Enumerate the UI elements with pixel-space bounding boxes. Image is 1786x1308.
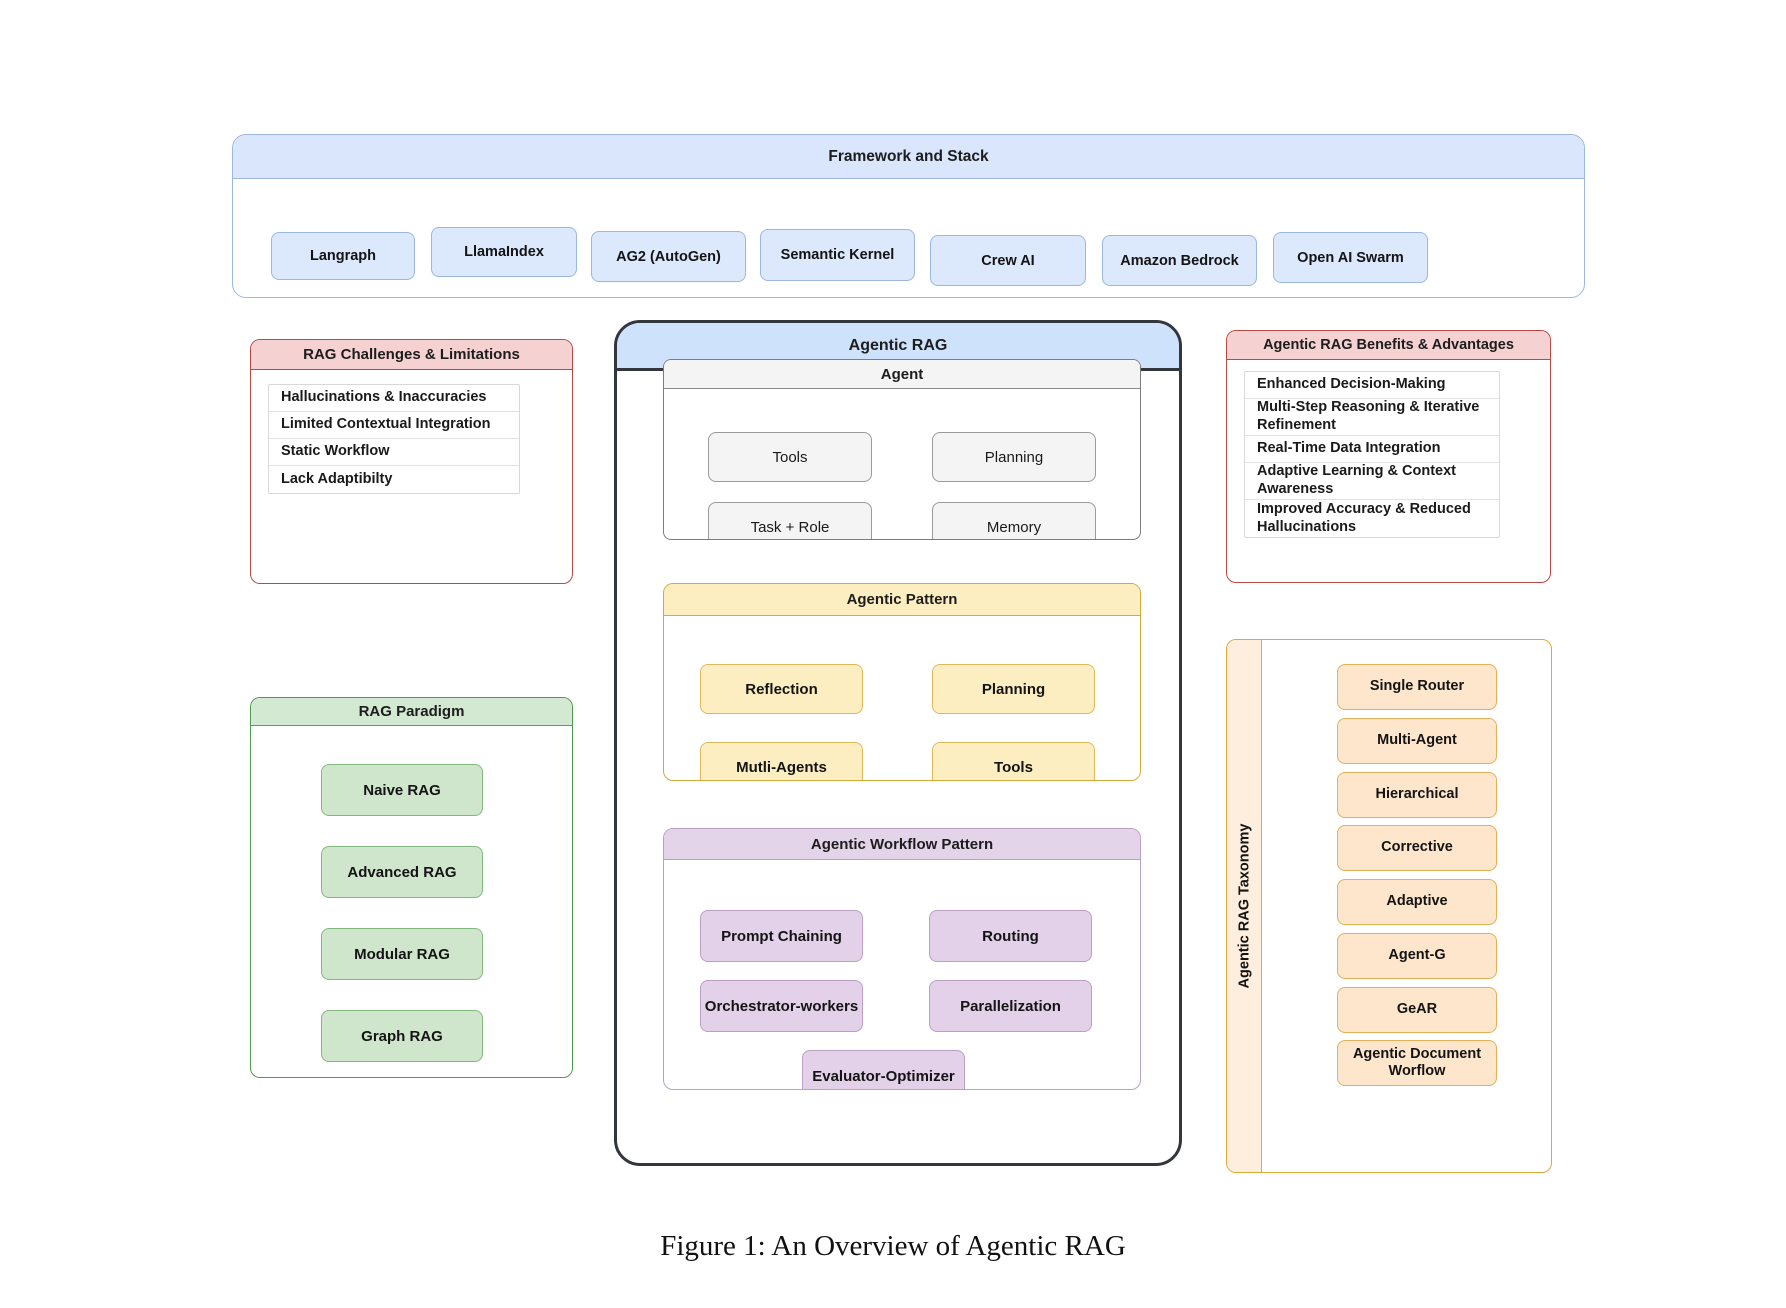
benefit-item-enhanced-decision-making[interactable]: Enhanced Decision-Making (1245, 372, 1499, 399)
figure-caption: Figure 1: An Overview of Agentic RAG (660, 1230, 1126, 1262)
challenge-item-limited-contextual-integration[interactable]: Limited Contextual Integration (269, 412, 519, 439)
framework-item-llamaindex[interactable]: LlamaIndex (431, 227, 577, 277)
agentic-workflow-item-prompt-chaining[interactable]: Prompt Chaining (700, 910, 863, 962)
framework-item-langraph[interactable]: Langraph (271, 232, 415, 280)
taxonomy-vertical-label-text: Agentic RAG Taxonomy (1236, 823, 1253, 989)
agentic-pattern-item-reflection[interactable]: Reflection (700, 664, 863, 714)
agentic-rag-benefits-panel: Agentic RAG Benefits & Advantages Enhanc… (1226, 330, 1551, 583)
agentic-workflow-pattern-subpanel: Agentic Workflow Pattern Prompt Chaining… (663, 828, 1141, 1090)
paradigm-item-modular-rag[interactable]: Modular RAG (321, 928, 483, 980)
taxonomy-item-hierarchical[interactable]: Hierarchical (1337, 772, 1497, 818)
agent-item-planning[interactable]: Planning (932, 432, 1096, 482)
framework-panel-title: Framework and Stack (233, 135, 1584, 179)
paradigm-item-advanced-rag[interactable]: Advanced RAG (321, 846, 483, 898)
framework-item-ag2-autogen[interactable]: AG2 (AutoGen) (591, 231, 746, 282)
rag-challenges-panel: RAG Challenges & Limitations Hallucinati… (250, 339, 573, 584)
agentic-workflow-item-orchestrator-workers[interactable]: Orchestrator-workers (700, 980, 863, 1032)
taxonomy-item-multi-agent[interactable]: Multi-Agent (1337, 718, 1497, 764)
taxonomy-vertical-label: Agentic RAG Taxonomy (1227, 640, 1262, 1172)
benefit-item-multi-step-reasoning-iterative-refinement[interactable]: Multi-Step Reasoning & Iterative Refinem… (1245, 399, 1499, 436)
framework-item-amazon-bedrock[interactable]: Amazon Bedrock (1102, 235, 1257, 286)
taxonomy-item-single-router[interactable]: Single Router (1337, 664, 1497, 710)
framework-item-crew-ai[interactable]: Crew AI (930, 235, 1086, 286)
rag-paradigm-title: RAG Paradigm (251, 698, 572, 726)
framework-item-semantic-kernel[interactable]: Semantic Kernel (760, 229, 915, 281)
taxonomy-item-agent-g[interactable]: Agent-G (1337, 933, 1497, 979)
challenge-item-static-workflow[interactable]: Static Workflow (269, 439, 519, 466)
agentic-workflow-pattern-title: Agentic Workflow Pattern (664, 829, 1140, 860)
agent-item-task-role[interactable]: Task + Role (708, 502, 872, 539)
framework-item-open-ai-swarm[interactable]: Open AI Swarm (1273, 232, 1428, 283)
framework-and-stack-panel: Framework and Stack Langraph LlamaIndex AG… (232, 134, 1585, 298)
taxonomy-item-adaptive[interactable]: Adaptive (1337, 879, 1497, 925)
benefit-item-adaptive-learning-context-awareness[interactable]: Adaptive Learning & Context Awareness (1245, 463, 1499, 500)
agent-item-tools[interactable]: Tools (708, 432, 872, 482)
agentic-workflow-item-parallelization[interactable]: Parallelization (929, 980, 1092, 1032)
agentic-workflow-item-evaluator-optimizer[interactable]: Evaluator-Optimizer (802, 1050, 965, 1089)
taxonomy-item-gear[interactable]: GeAR (1337, 987, 1497, 1033)
agentic-pattern-title: Agentic Pattern (664, 584, 1140, 616)
agentic-rag-benefits-title: Agentic RAG Benefits & Advantages (1227, 331, 1550, 360)
rag-paradigm-panel: RAG Paradigm Naive RAG Advanced RAG Modula… (250, 697, 573, 1078)
challenge-item-lack-adaptibilty[interactable]: Lack Adaptibilty (281, 470, 393, 487)
paradigm-item-naive-rag[interactable]: Naive RAG (321, 764, 483, 816)
benefit-item-real-time-data-integration[interactable]: Real-Time Data Integration (1245, 436, 1499, 463)
agentic-pattern-item-tools[interactable]: Tools (932, 742, 1095, 780)
agentic-pattern-item-planning[interactable]: Planning (932, 664, 1095, 714)
agent-item-memory[interactable]: Memory (932, 502, 1096, 539)
rag-challenges-title: RAG Challenges & Limitations (251, 340, 572, 370)
benefit-item-improved-accuracy-reduced-hallucinations[interactable]: Improved Accuracy & Reduced Hallucinatio… (1257, 500, 1471, 535)
challenge-item-hallucinations-inaccuracies[interactable]: Hallucinations & Inaccuracies (269, 385, 519, 412)
taxonomy-item-corrective[interactable]: Corrective (1337, 825, 1497, 871)
agent-subpanel-title: Agent (664, 360, 1140, 389)
agentic-workflow-item-routing[interactable]: Routing (929, 910, 1092, 962)
agentic-pattern-item-mutli-agents[interactable]: Mutli-Agents (700, 742, 863, 780)
paradigm-item-graph-rag[interactable]: Graph RAG (321, 1010, 483, 1062)
